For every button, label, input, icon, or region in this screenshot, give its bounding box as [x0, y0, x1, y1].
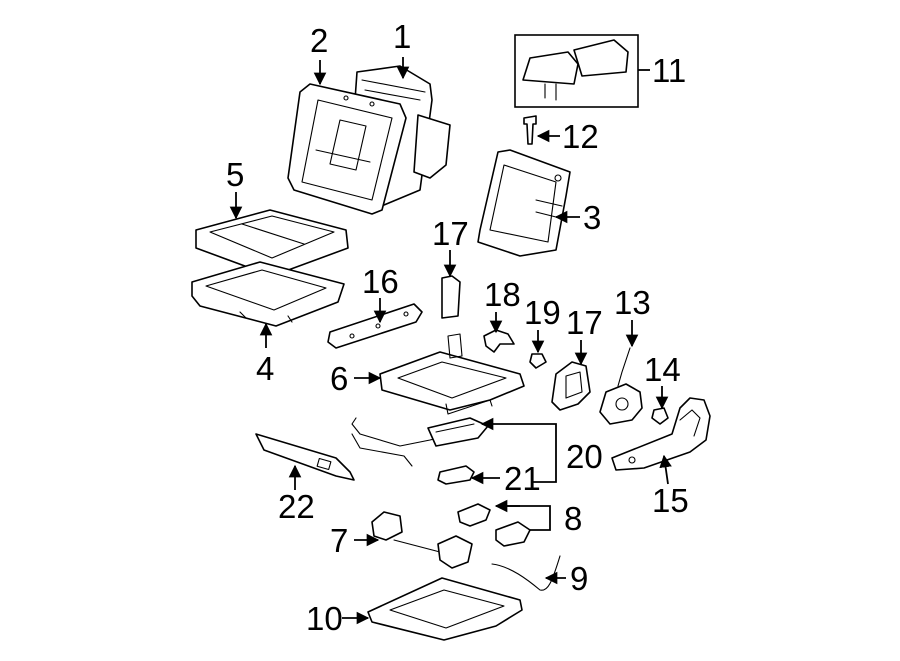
part-4-seat-cushion-frame [191, 261, 345, 327]
callout-3: 3 [583, 199, 601, 236]
part-20-seat-pan-assembly [351, 417, 489, 467]
callout-12: 12 [562, 118, 599, 155]
callout-22: 22 [278, 488, 315, 525]
part-17-shield-right [551, 361, 591, 411]
callout-1: 1 [393, 18, 411, 55]
callout-21: 21 [504, 460, 541, 497]
part-19-knob [529, 353, 547, 369]
part-9-cable [491, 555, 561, 591]
callout-labels: 1 2 3 4 5 6 7 8 9 10 11 12 13 14 15 16 1… [226, 18, 689, 637]
part-7-release-assembly [371, 511, 473, 569]
callout-2: 2 [310, 22, 328, 59]
callout-16: 16 [362, 263, 399, 300]
callout-13: 13 [614, 284, 651, 321]
part-8-latches [457, 503, 531, 547]
part-12-headrest-guide [523, 115, 537, 145]
callout-5: 5 [226, 156, 244, 193]
callout-17-right: 17 [566, 304, 603, 341]
callout-6: 6 [330, 360, 348, 397]
part-6-seat-frame [379, 333, 525, 415]
callout-9: 9 [570, 560, 588, 597]
callout-4: 4 [256, 350, 274, 387]
callout-7: 7 [330, 522, 348, 559]
part-13-recliner [599, 347, 643, 425]
part-3-center-seat-back [477, 149, 571, 257]
callout-20: 20 [566, 438, 603, 475]
callout-15: 15 [652, 482, 689, 519]
part-11-head-restraints [514, 34, 639, 108]
part-14-knob [651, 407, 669, 425]
callout-17-left: 17 [432, 215, 469, 252]
callout-18: 18 [484, 276, 521, 313]
part-5-seat-cushion-pad [195, 209, 349, 277]
part-22-rail-trim [255, 433, 355, 481]
part-18-bracket [483, 329, 515, 353]
part-15-side-shield [611, 397, 711, 471]
part-10-floor-pan [367, 577, 523, 641]
part-21-bracket [437, 465, 475, 485]
leader-lines [229, 57, 672, 625]
callout-8: 8 [564, 500, 582, 537]
callout-14: 14 [644, 351, 681, 388]
callout-11: 11 [652, 52, 686, 89]
part-17-cover-left [441, 275, 461, 319]
part-2-seat-back-cushion [287, 83, 407, 215]
callout-10: 10 [306, 600, 343, 637]
callout-19: 19 [524, 294, 561, 331]
part-16-trim-panel [327, 303, 423, 349]
